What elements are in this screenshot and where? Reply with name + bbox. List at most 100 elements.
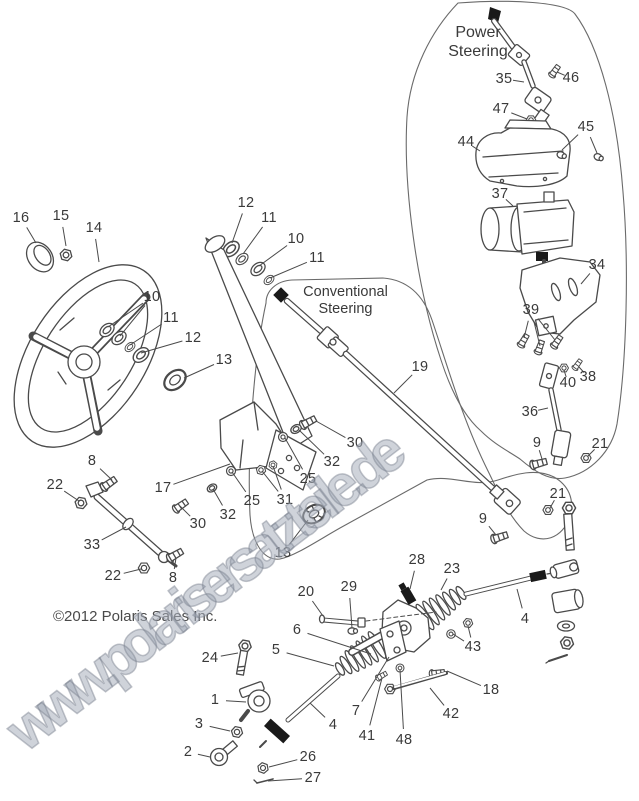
leader-31-21 [272,465,282,490]
leader-30-24 [179,505,191,517]
leader-16-0 [26,227,37,244]
leader-1-52 [225,700,247,703]
callout-25-20: 25 [299,471,317,487]
callout-4-57: 4 [328,717,338,733]
leader-39-33 [537,318,556,341]
drag-link [73,474,186,574]
leader-10-5 [258,245,288,267]
callout-24-51: 24 [201,650,219,666]
leader-21-38 [587,449,595,457]
leader-11-8 [129,323,163,346]
callout-1-52: 1 [210,692,220,708]
leader-22-16 [123,568,142,574]
callout-9-37: 9 [532,435,542,451]
leader-45-30 [589,136,598,154]
long-bolt [561,501,577,551]
callout-22-14: 22 [46,477,64,493]
left-tie-rod [259,673,341,748]
leader-7-58 [361,656,390,702]
callout-32-23: 32 [219,507,237,523]
callout-30-18: 30 [346,435,364,451]
leader-13-10 [183,364,215,379]
callout-29-42: 29 [340,579,358,595]
leader-22-14 [63,490,80,502]
callout-47-28: 47 [492,101,510,117]
callout-15-1: 15 [52,208,70,224]
leader-35-26 [512,79,525,83]
leader-6-49 [307,632,372,655]
leader-9-37 [538,450,543,460]
callout-46-27: 46 [562,70,580,86]
leader-48-60 [399,669,404,730]
conventional-steering-shaft [273,287,554,546]
callout-28-43: 28 [408,552,426,568]
column-tube [204,235,313,451]
callout-11-4: 11 [261,210,277,226]
pinion-bolt [235,638,253,676]
callout-10-5: 10 [287,231,305,247]
tie-rod-end [209,681,274,784]
callout-37-31: 37 [491,186,509,202]
leader-25-22 [231,471,247,493]
callout-41-59: 41 [358,728,376,744]
callout-43-46: 43 [464,639,482,655]
leader-27-56 [267,778,303,782]
leader-25-20 [284,437,304,470]
leader-41-59 [369,677,383,726]
leader-11-4 [242,226,264,255]
callout-25-22: 25 [243,493,261,509]
callout-5-50: 5 [271,642,281,658]
leader-34-32 [580,273,591,285]
power-steering-label: Power Steering [448,24,508,60]
leader-31-21 [261,470,279,492]
leader-43-46 [467,625,472,638]
callout-32-19: 32 [323,454,341,470]
leader-11-6 [269,261,308,279]
leader-15-1 [62,226,67,247]
column-bearing [163,368,187,392]
leader-38-34 [578,366,585,373]
callout-34-32: 34 [588,257,606,273]
leader-10-7 [107,302,144,328]
callout-16-0: 16 [12,210,30,226]
callout-38-34: 38 [579,369,597,385]
callout-20-41: 20 [297,584,315,600]
callout-8-13: 8 [87,453,97,469]
leader-24-51 [220,652,239,657]
eps-motor [480,191,575,272]
callout-35-26: 35 [495,71,513,87]
callout-30-24: 30 [189,516,207,532]
leader-44-29 [472,145,481,152]
callout-31-21: 31 [276,492,294,508]
conventional-steering-label: Conventional Steering [303,284,388,318]
callout-22-16: 22 [104,568,122,584]
callout-27-56: 27 [304,770,322,786]
callout-21-39: 21 [549,486,567,502]
callout-11-6: 11 [309,250,325,266]
callout-18-47: 18 [482,682,500,698]
leader-10-7 [119,305,146,337]
leader-4-45 [516,588,523,609]
leader-2-54 [197,753,211,758]
leader-43-46 [452,633,465,642]
callout-9-40: 9 [478,511,488,527]
column-mount-bracket [219,401,317,491]
intermediate-shaft [528,362,592,472]
leader-30-18 [315,420,346,439]
leader-4-57 [309,702,326,718]
pinion-housing [348,582,431,662]
leader-19-11 [393,374,413,394]
leader-17-12 [173,463,231,485]
leader-46-27 [556,71,565,76]
shaft-bearing [302,503,326,525]
callout-36-36: 36 [521,404,539,420]
leader-26-55 [268,759,298,768]
lower-fasteners [374,617,474,695]
leader-39-33 [533,320,541,347]
callout-13-25: 13 [274,545,292,561]
callout-2-54: 2 [183,744,193,760]
leader-37-31 [505,199,514,207]
callout-14-2: 14 [85,220,103,236]
leader-47-28 [511,112,528,120]
